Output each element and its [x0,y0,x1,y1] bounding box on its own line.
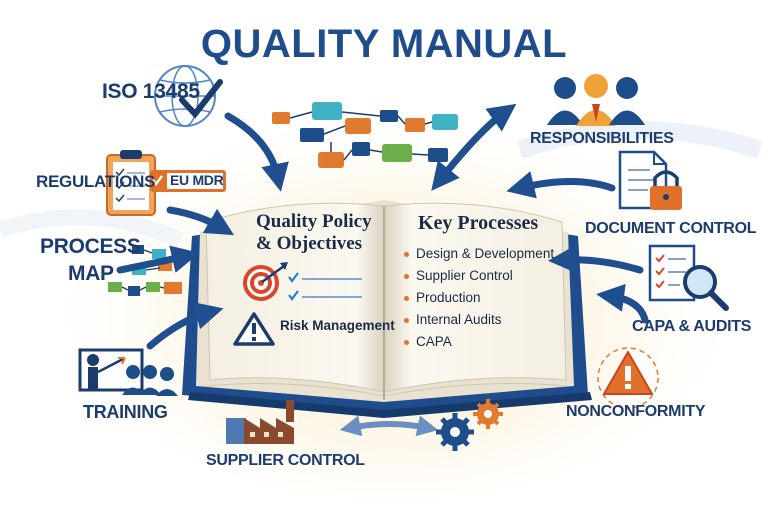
nonconformity-warning-icon [597,347,659,409]
key-process-item: CAPA [404,334,452,349]
eu-mdr-label: EU MDR [170,172,224,188]
gears-icon [436,399,503,451]
audit-checklist-magnifier-icon [648,244,729,311]
document-control-label: DOCUMENT CONTROL [585,220,757,237]
process-map-icon [108,245,182,296]
factory-icon [226,400,294,444]
document-lock-icon [618,150,682,210]
page-title: QUALITY MANUAL [200,22,568,66]
people-team-icon [547,74,645,126]
responsibilities-label: RESPONSIBILITIES [530,130,674,147]
checklist-lines [288,272,362,301]
training-presentation-icon [78,348,178,396]
capa-audits-label: CAPA & AUDITS [632,318,752,335]
eu-mdr-badge [150,170,226,192]
process-map-label-line1: PROCESS [40,235,141,258]
iso-checkmark-icon [179,79,223,119]
connector-arrows [116,103,649,350]
clipboard-icon [106,150,156,216]
key-process-item: Supplier Control [404,268,513,283]
open-book [182,200,592,418]
key-process-item: Production [404,290,481,305]
risk-management-label: Risk Management [280,318,395,333]
nonconformity-label: NONCONFORMITY [566,403,706,420]
target-icon [243,262,288,301]
training-label: TRAINING [83,402,168,422]
process-map-label-line2: MAP [68,262,114,285]
iso-label: ISO 13485 [102,80,200,103]
quality-policy-heading: Quality Policy [256,211,372,232]
regulations-label: REGULATIONS [36,172,156,191]
key-processes-heading: Key Processes [418,212,539,234]
risk-warning-icon [233,312,275,346]
supplier-control-label: SUPPLIER CONTROL [206,452,365,469]
key-process-item: Design & Development [404,246,554,261]
objectives-heading: & Objectives [256,233,363,254]
supply-exchange-arrow [339,415,439,437]
key-process-item: Internal Audits [404,312,502,327]
